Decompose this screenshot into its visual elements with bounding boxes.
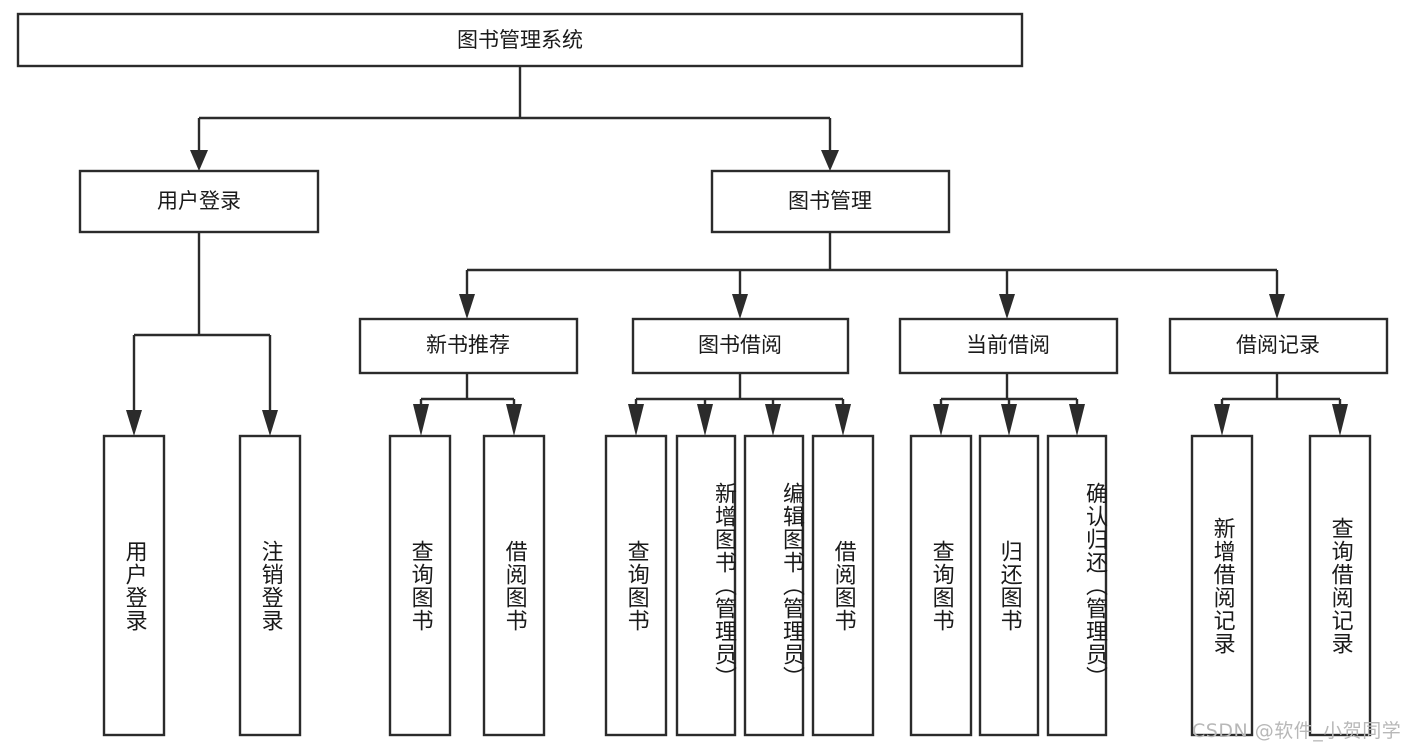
leaf-boxes — [102, 434, 1372, 737]
node-new-book-rec[interactable]: 新书推荐 — [358, 317, 579, 375]
node-leaf-query-record-box[interactable] — [1308, 434, 1372, 737]
node-leaf-borrow-book-2-box[interactable] — [811, 434, 875, 737]
node-book-borrow-box[interactable] — [631, 317, 850, 375]
arrow-head-book-manage — [821, 150, 839, 171]
node-leaf-user-login-box[interactable] — [102, 434, 166, 737]
node-book-borrow[interactable]: 图书借阅 — [631, 317, 850, 375]
arrow-head-leaf-query-record — [1332, 404, 1348, 436]
node-new-book-rec-box[interactable] — [358, 317, 579, 375]
arrow-head-leaf-query-book-1 — [413, 404, 429, 436]
node-leaf-add-book-box[interactable] — [675, 434, 737, 737]
arrow-head-book-borrow — [732, 294, 748, 319]
node-user-login[interactable]: 用户登录 — [78, 169, 320, 234]
arrow-head-leaf-borrow-book-1 — [506, 404, 522, 436]
node-leaf-query-book-3-box[interactable] — [909, 434, 973, 737]
node-borrow-record-box[interactable] — [1168, 317, 1389, 375]
node-current-borrow-label: 当前借阅 — [966, 333, 1050, 357]
arrow-head-new-book-rec — [459, 294, 475, 319]
edges-book-borrow-to-leaves — [628, 373, 851, 436]
edges-new-book-rec-to-leaves — [413, 373, 522, 436]
node-book-manage-box[interactable] — [710, 169, 951, 234]
node-current-borrow-box[interactable] — [898, 317, 1119, 375]
node-user-login-label: 用户登录 — [157, 189, 241, 213]
arrow-head-leaf-edit-book — [765, 404, 781, 436]
node-borrow-record-label: 借阅记录 — [1236, 333, 1320, 357]
arrow-head-current-borrow — [999, 294, 1015, 319]
node-root[interactable]: 图书管理系统 — [16, 12, 1024, 68]
node-leaf-add-record-box[interactable] — [1190, 434, 1254, 737]
node-leaf-confirm-return-box[interactable] — [1046, 434, 1108, 737]
arrow-head-leaf-return-book — [1001, 404, 1017, 436]
node-book-manage[interactable]: 图书管理 — [710, 169, 951, 234]
node-new-book-rec-label: 新书推荐 — [426, 333, 510, 357]
node-root-box[interactable] — [16, 12, 1024, 68]
arrow-head-leaf-query-book-2 — [628, 404, 644, 436]
node-leaf-query-book-1-box[interactable] — [388, 434, 452, 737]
arrow-head-leaf-add-record — [1214, 404, 1230, 436]
arrow-head-leaf-add-book — [697, 404, 713, 436]
arrow-head-leaf-user-logout — [262, 410, 278, 436]
node-leaf-return-book-box[interactable] — [978, 434, 1040, 737]
arrow-head-borrow-record — [1269, 294, 1285, 319]
arrow-head-user-login — [190, 150, 208, 171]
edges-current-borrow-to-leaves — [933, 373, 1085, 436]
edges-book-manage-to-level2 — [459, 232, 1285, 319]
node-root-label: 图书管理系统 — [457, 28, 583, 52]
edges-borrow-record-to-leaves — [1214, 373, 1348, 436]
node-book-manage-label: 图书管理 — [788, 189, 872, 213]
node-current-borrow[interactable]: 当前借阅 — [898, 317, 1119, 375]
node-leaf-edit-book-box[interactable] — [743, 434, 805, 737]
node-book-borrow-label: 图书借阅 — [698, 333, 782, 357]
arrow-head-leaf-query-book-3 — [933, 404, 949, 436]
node-user-login-box[interactable] — [78, 169, 320, 234]
arrow-head-leaf-user-login — [126, 410, 142, 436]
arrow-head-leaf-borrow-book-2 — [835, 404, 851, 436]
arrow-head-leaf-confirm-return — [1069, 404, 1085, 436]
node-leaf-query-book-2-box[interactable] — [604, 434, 668, 737]
node-leaf-borrow-book-1-box[interactable] — [482, 434, 546, 737]
edges-user-login-to-leaves — [126, 232, 278, 436]
csdn-watermark: CSDN @软件_小贺同学 — [1192, 720, 1402, 742]
node-borrow-record[interactable]: 借阅记录 — [1168, 317, 1389, 375]
edges-root-to-level1 — [190, 66, 839, 171]
node-leaf-user-logout-box[interactable] — [238, 434, 302, 737]
